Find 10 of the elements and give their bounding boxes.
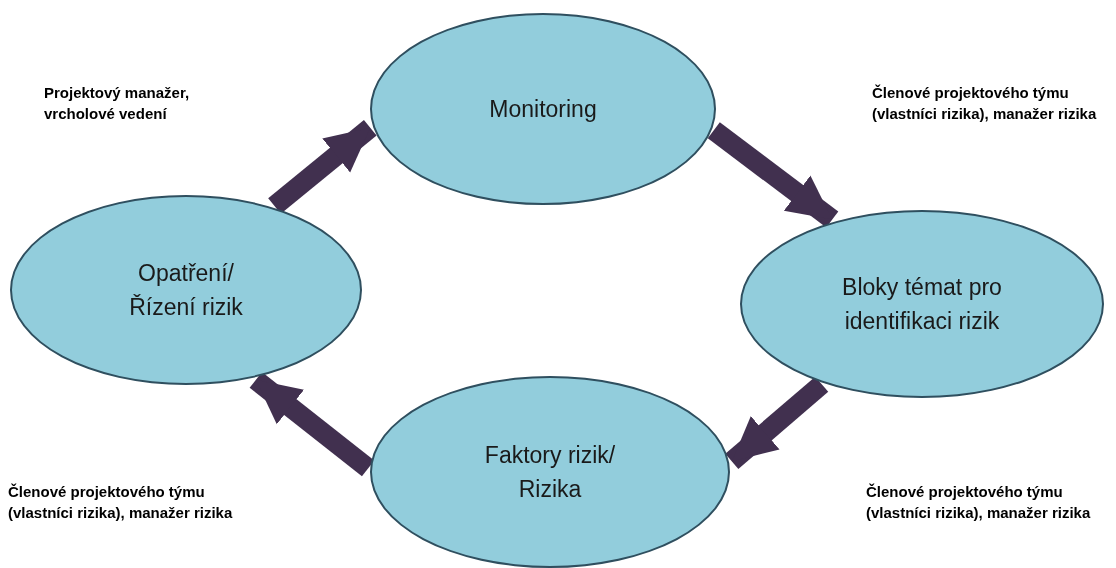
block-arrow: [707, 122, 839, 228]
role-note: Členové projektového týmu (vlastníci rizika), manažer rizika: [866, 482, 1092, 523]
block-arrow: [268, 119, 377, 214]
role-note: Členové projektového týmu (vlastníci rizika), manažer rizika: [872, 83, 1098, 124]
node-text: Opatření/ Řízení rizik: [128, 259, 244, 322]
node-text: Monitoring: [488, 95, 598, 124]
node-text: Bloky témat pro identifikaci rizik: [841, 273, 1003, 336]
node-text: Faktory rizik/ Rizika: [483, 441, 617, 504]
role-note: Projektový manažer, vrcholové vedení: [44, 83, 191, 124]
role-note: Členové projektového týmu (vlastníci rizika), manažer rizika: [8, 482, 234, 523]
